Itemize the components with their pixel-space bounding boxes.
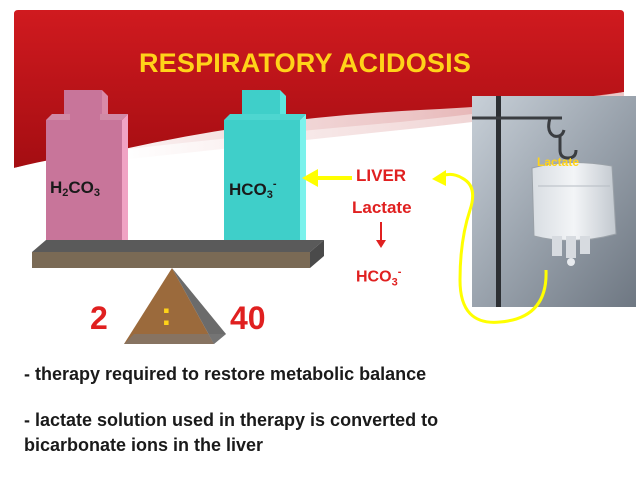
bullet-1: - therapy required to restore metabolic … — [24, 364, 427, 384]
label-part: H — [50, 178, 63, 197]
bicarbonate-product-label: HCO3- — [356, 266, 401, 289]
right-weight — [224, 90, 306, 248]
lactate-conversion-arrow — [376, 222, 386, 248]
label-part: HCO — [229, 180, 267, 199]
scale-beam — [32, 240, 324, 268]
slide-title: RESPIRATORY ACIDOSIS — [138, 48, 472, 78]
iv-bag-label: Lactate — [537, 155, 580, 169]
label-part: CO — [68, 178, 94, 197]
ratio-right: 40 — [230, 300, 266, 336]
label-subscript: 3 — [93, 187, 101, 199]
ratio-separator: : — [161, 296, 172, 332]
label-subscript: 3 — [391, 276, 398, 289]
label-subscript: 3 — [266, 189, 273, 201]
iv-bag-photo — [472, 96, 636, 307]
left-weight — [46, 90, 128, 248]
label-superscript: - — [397, 266, 402, 278]
label-part: HCO — [356, 268, 392, 286]
ratio-left: 2 — [90, 300, 108, 336]
label-subscript: 2 — [62, 187, 69, 199]
scale-fulcrum — [124, 268, 226, 344]
label-superscript: - — [272, 178, 277, 190]
bullet-3: bicarbonate ions in the liver — [24, 435, 264, 455]
bicarbonate-label: HCO3- — [229, 178, 277, 201]
lactate-label: Lactate — [352, 198, 412, 217]
bullet-2: - lactate solution used in therapy is co… — [24, 410, 439, 430]
liver-label: LIVER — [356, 166, 407, 185]
carbonic-acid-label: H2CO3 — [50, 178, 100, 199]
liver-to-bicarbonate-arrow — [302, 169, 352, 187]
